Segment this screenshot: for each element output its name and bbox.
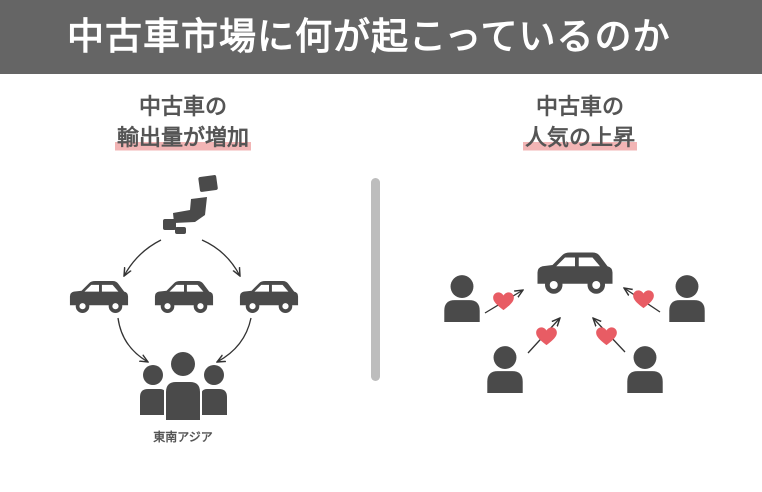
- heart-icon: [536, 327, 557, 346]
- person-icon: [627, 346, 663, 393]
- heart-icon: [493, 292, 514, 311]
- column-divider: [371, 178, 380, 381]
- arrow-icon: [124, 239, 162, 276]
- arrow-icon: [117, 317, 148, 362]
- arrow-icon: [217, 317, 252, 362]
- header-bar: 中古車市場に何が起こっているのか: [0, 0, 762, 74]
- car-icon: [537, 252, 613, 294]
- car-icon: [154, 281, 214, 313]
- people-group-icon: [140, 349, 227, 420]
- left-column-title: 中古車の 輸出量が増加: [88, 92, 278, 154]
- left-title-line2: 輸出量が増加: [114, 123, 251, 154]
- right-column-title: 中古車の 人気の上昇: [485, 92, 675, 154]
- region-label: 東南アジア: [153, 430, 213, 444]
- japan-map-icon: [163, 175, 218, 234]
- person-icon: [487, 346, 523, 393]
- right-title-line1: 中古車の: [535, 95, 624, 120]
- person-icon: [444, 275, 480, 322]
- person-icon: [669, 275, 705, 322]
- car-icon: [239, 281, 299, 313]
- arrow-icon: [201, 239, 240, 276]
- left-title-line1: 中古車の: [138, 95, 227, 120]
- heart-icon: [596, 327, 617, 346]
- right-title-line2: 人気の上昇: [522, 123, 637, 154]
- page-title: 中古車市場に何が起こっているのか: [67, 15, 671, 58]
- left-flow-arrows: [117, 239, 252, 362]
- car-icon: [69, 281, 129, 313]
